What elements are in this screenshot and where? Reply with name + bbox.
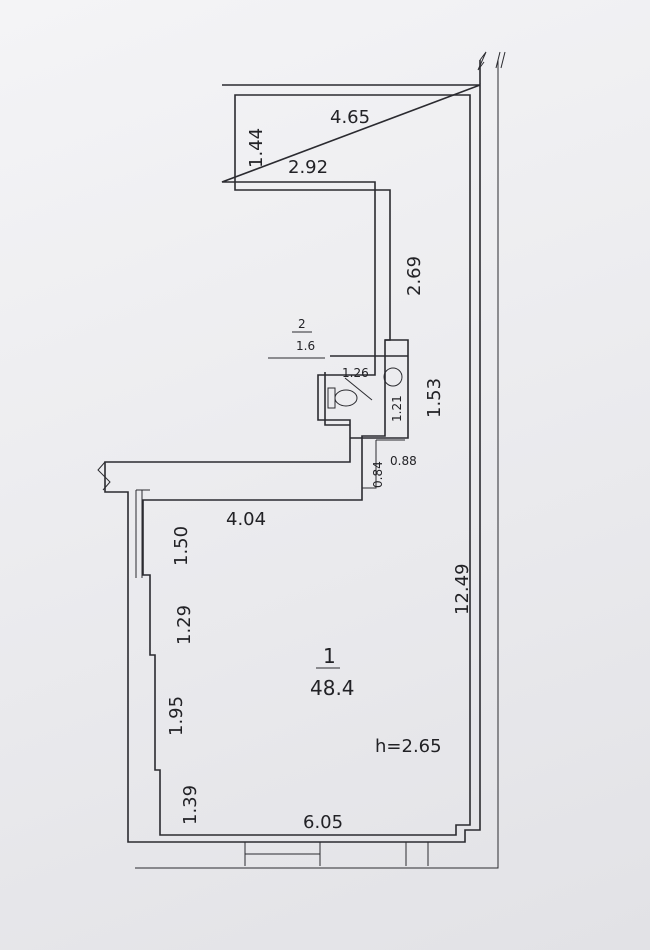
break-mark-left: [97, 461, 111, 491]
bathroom-wall: [324, 339, 409, 439]
dim-bath-step-b: 0.88: [390, 454, 417, 468]
dim-main-upper-width: 4.04: [226, 509, 266, 530]
dim-bottom-width: 6.05: [303, 812, 343, 833]
right-frame-line: [135, 51, 506, 869]
toilet-tank: [327, 387, 336, 409]
dim-left-segment-4: 1.39: [180, 785, 201, 825]
dim-bath-step-a: 0.84: [371, 461, 385, 488]
bathroom-step: [361, 439, 405, 489]
dim-top-width: 4.65: [330, 107, 370, 128]
left-window: [135, 489, 150, 578]
room1-number: 1: [323, 644, 336, 668]
dim-bath-inner-width: 1.26: [342, 366, 369, 380]
dim-top-left-height: 1.44: [246, 128, 267, 168]
door-line: [344, 377, 373, 401]
outer-wall: [104, 60, 481, 843]
inner-wall: [142, 94, 471, 836]
dim-bath-outer-height: 1.53: [424, 378, 445, 418]
dim-upper-inner-width: 2.92: [288, 157, 328, 178]
bottom-window: [244, 842, 429, 866]
sink-fixture: [383, 367, 403, 387]
room2-number: 2: [298, 317, 306, 331]
dim-bath-inner-height: 1.21: [390, 395, 404, 422]
dim-left-segment-3: 1.95: [166, 696, 187, 736]
dim-left-segment-1: 1.50: [171, 526, 192, 566]
room1-area: 48.4: [310, 676, 355, 700]
dim-main-right-height: 12.49: [452, 563, 473, 615]
ceiling-height: h=2.65: [375, 736, 442, 757]
room2-area: 1.6: [296, 339, 315, 353]
toilet-fixture: [334, 389, 358, 407]
break-mark-top: [477, 51, 487, 71]
dim-corridor-height: 2.69: [404, 256, 425, 296]
dim-left-segment-2: 1.29: [174, 605, 195, 645]
